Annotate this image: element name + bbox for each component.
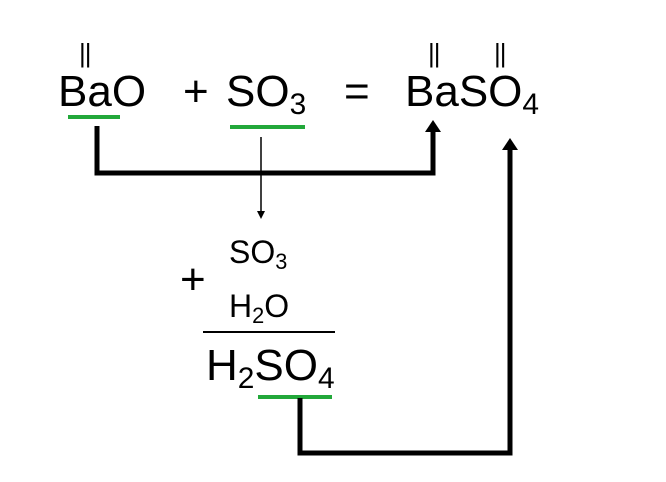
side-so3-base: SO: [229, 234, 276, 270]
side-h2o: H2O: [229, 288, 290, 326]
baso4-base: BaSO: [405, 67, 523, 116]
arrowhead-so3-down: [257, 211, 265, 219]
h2o-subscript: 2: [252, 303, 265, 329]
connector-ba-to-baso4: [94, 126, 436, 176]
baso4-subscript: 4: [522, 88, 540, 122]
side-so3: SO3: [229, 234, 287, 272]
h2so4-so: SO: [254, 341, 318, 390]
h2o-h: H: [229, 288, 253, 324]
h2so4-h: H: [206, 341, 238, 390]
product-baso4: BaSO4: [405, 67, 539, 120]
connector-h2so4-to-baso4: [297, 146, 513, 456]
h2so4-sub2: 4: [318, 362, 335, 396]
reactant-so3: SO3: [226, 67, 306, 120]
valence-mark-ba-right: ||: [428, 38, 440, 68]
side-h2so4: H2SO4: [206, 341, 335, 394]
plus-sign-main: +: [183, 67, 209, 116]
arrowhead-so4: [502, 138, 518, 150]
valence-mark-ba-left: ||: [79, 38, 91, 68]
arrowhead-ba: [425, 120, 441, 132]
plus-sign-side: +: [180, 255, 206, 304]
h2so4-sub1: 2: [237, 362, 255, 396]
side-so3-subscript: 3: [275, 249, 288, 275]
equals-sign: =: [344, 67, 370, 116]
h2o-o: O: [264, 288, 290, 324]
so3-subscript: 3: [289, 88, 307, 122]
so3-base: SO: [226, 67, 290, 116]
valence-mark-so4: ||: [494, 38, 506, 68]
reactant-bao: BaO: [58, 67, 147, 116]
